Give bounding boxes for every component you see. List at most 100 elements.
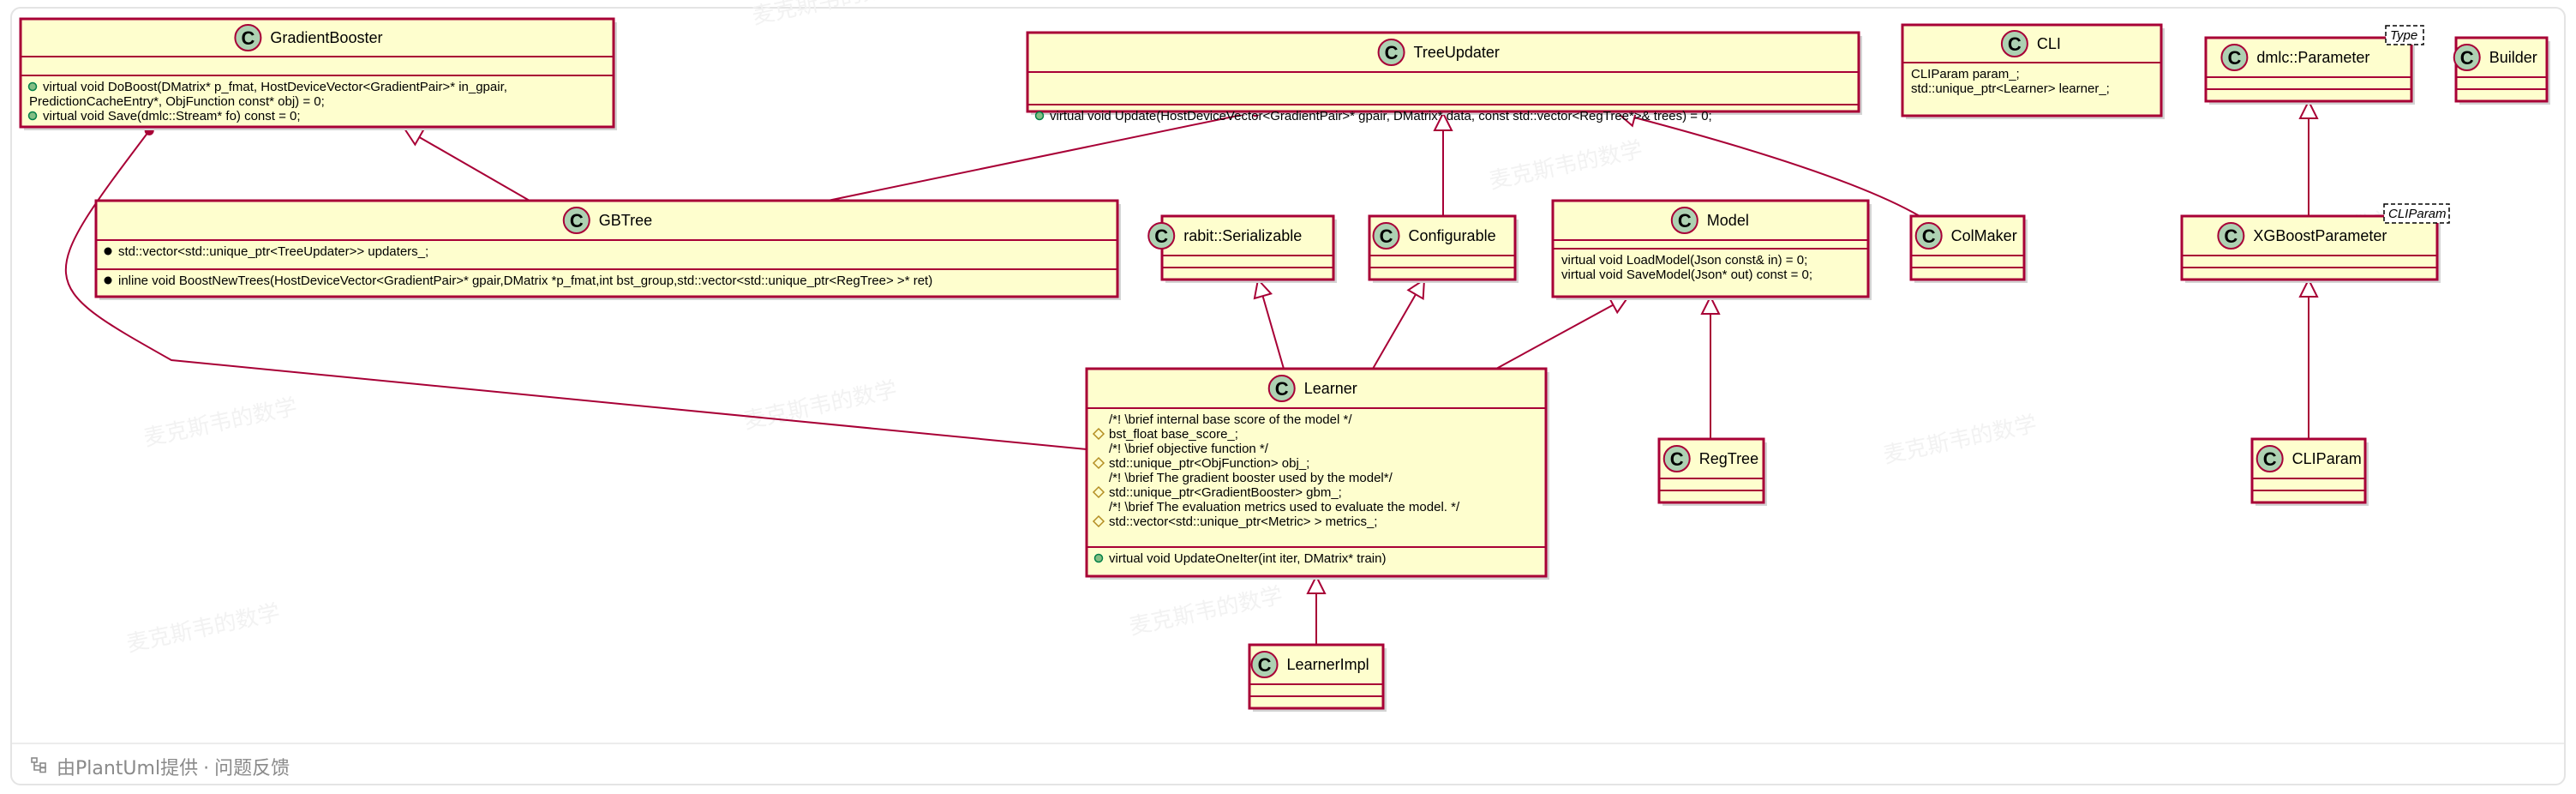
relation-reg-tree-to-model [1700, 294, 1721, 439]
relation-learner-impl-to-learner [1306, 574, 1327, 645]
svg-text:C: C [1922, 226, 1936, 247]
public-visibility-icon [27, 111, 38, 121]
class-c-icon: C [1662, 445, 1691, 472]
class-box [19, 17, 615, 129]
class-c-icon: C [2000, 30, 2028, 57]
class-name: CLI [2037, 35, 2061, 52]
class-box [1160, 214, 1335, 281]
watermark-text: 麦克斯韦的数学 [1127, 583, 1285, 641]
class-box [1085, 367, 1548, 578]
relation-line [1495, 296, 1629, 370]
inheritance-arrowhead [1406, 278, 1426, 300]
class-name: GBTree [599, 212, 652, 229]
relation-gbtree-to-gradient-booster [403, 127, 530, 202]
watermark-text: 麦克斯韦的数学 [1881, 412, 2039, 469]
class-field: std::unique_ptr<GradientBooster> gbm_; [1109, 485, 1342, 500]
public-visibility-icon [1034, 111, 1045, 121]
svg-text:C: C [1385, 42, 1399, 63]
plantuml-logo-icon [31, 757, 46, 773]
protected-visibility-icon [1092, 514, 1105, 528]
method-visibility-icon [104, 247, 112, 256]
class-field: /*! \brief The evaluation metrics used t… [1109, 500, 1460, 514]
class-model[interactable]: C Model virtual void LoadModel(Json const&… [1551, 199, 1872, 300]
class-field: std::unique_ptr<ObjFunction> obj_; [1109, 456, 1309, 471]
plantuml-provider-link[interactable]: 由PlantUml提供 [57, 758, 199, 779]
class-method: virtual void SaveModel(Json* out) const … [1561, 268, 1812, 282]
relation-line [827, 111, 1259, 202]
footer-bar: 由PlantUml提供·问题反馈 [12, 743, 2564, 784]
class-field: std::unique_ptr<Learner> learner_; [1911, 81, 2110, 96]
watermark-text: 麦克斯韦的数学 [1487, 137, 1644, 195]
protected-visibility-icon [1092, 456, 1105, 470]
class-c-icon: C [1670, 207, 1698, 234]
class-method: virtual void Save(dmlc::Stream* fo) cons… [43, 109, 301, 123]
watermark-text: 麦克斯韦的数学 [141, 394, 299, 452]
class-name: RegTree [1699, 450, 1758, 467]
class-c-icon: C [2453, 44, 2481, 71]
class-builder[interactable]: C Builder [2453, 36, 2550, 105]
class-c-icon: C [1250, 651, 1279, 678]
template-param-box [2385, 25, 2424, 45]
class-name: Configurable [1409, 227, 1496, 244]
svg-text:C: C [2263, 448, 2277, 470]
class-reg-tree[interactable]: C RegTree [1657, 437, 1767, 506]
relation-configurable-to-tree-updater [1433, 111, 1453, 216]
watermark-text: 麦克斯韦的数学 [750, 0, 908, 30]
class-c-icon: C [562, 207, 590, 234]
class-method: virtual void Update(HostDeviceVector<Gra… [1050, 109, 1712, 123]
class-name: XGBoostParameter [2253, 227, 2387, 244]
class-c-icon: C [2255, 445, 2284, 472]
footer-text: 由PlantUml提供·问题反馈 [57, 753, 290, 780]
protected-visibility-icon [1092, 485, 1105, 499]
class-name: Learner [1304, 380, 1357, 397]
class-c-icon: C [1372, 222, 1400, 250]
class-field: /*! \brief objective function */ [1109, 442, 1269, 456]
svg-text:C: C [1258, 654, 1272, 676]
class-name: LearnerImpl [1287, 656, 1369, 673]
class-tree-updater[interactable]: C TreeUpdater virtual void Update(HostDevi… [1026, 31, 1862, 123]
public-visibility-icon [27, 81, 38, 92]
class-name: Builder [2489, 49, 2537, 66]
class-learner-impl[interactable]: C LearnerImpl [1248, 643, 1387, 712]
svg-text:C: C [1154, 226, 1168, 247]
public-visibility-icon [1093, 553, 1104, 563]
class-field: /*! \brief The gradient booster used by … [1109, 471, 1393, 485]
relation-learner-to-configurable [1372, 278, 1426, 370]
class-field: CLIParam param_; [1911, 67, 2020, 81]
class-method: inline void BoostNewTrees(HostDeviceVect… [118, 274, 932, 288]
class-field: bst_float base_score_; [1109, 427, 1238, 442]
class-box [1901, 23, 2163, 117]
watermark-text: 麦克斯韦的数学 [124, 600, 282, 658]
class-c-icon: C [1147, 222, 1176, 250]
template-param: CLIParam [2388, 207, 2447, 221]
class-field: std::vector<std::unique_ptr<Metric> > me… [1109, 514, 1377, 529]
class-name: rabit::Serializable [1183, 227, 1302, 244]
inheritance-arrowhead [2298, 99, 2319, 119]
class-name: GradientBooster [270, 29, 382, 46]
relation-learner-to-serializable [1253, 277, 1285, 370]
svg-text:C: C [570, 210, 584, 232]
relation-line [404, 128, 530, 202]
class-name: TreeUpdater [1414, 44, 1500, 61]
footer-separator: · [203, 758, 210, 779]
relation-line [1617, 112, 1920, 217]
feedback-link[interactable]: 问题反馈 [214, 758, 291, 779]
class-name: Model [1707, 212, 1749, 229]
template-param-box [2383, 203, 2450, 224]
inheritance-arrowhead [1433, 111, 1453, 131]
class-configurable[interactable]: C Configurable [1368, 214, 1519, 283]
class-method: virtual void LoadModel(Json const& in) =… [1561, 253, 1807, 268]
relation-line [64, 128, 1087, 450]
relation-learner-to-model [1495, 295, 1630, 370]
